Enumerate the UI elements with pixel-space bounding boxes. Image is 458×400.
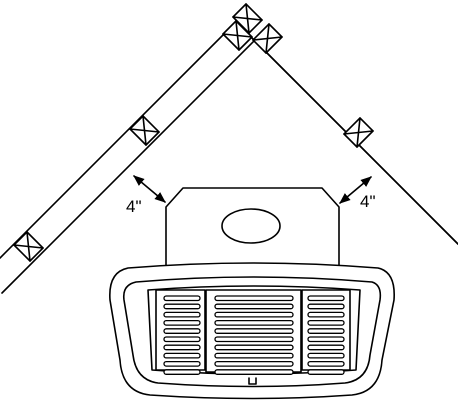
grille-slat	[214, 303, 294, 310]
grille-slat	[163, 319, 201, 326]
grille-slat	[214, 352, 294, 359]
grille-slat	[307, 369, 345, 375]
grille-slat	[214, 336, 294, 343]
grille-slat	[163, 303, 201, 310]
grille-slat	[163, 344, 201, 351]
grille-latch	[248, 377, 257, 385]
grille-slat	[214, 328, 294, 334]
grille-slat	[307, 336, 345, 343]
grille-slat	[214, 360, 294, 367]
rafter-block-peak-top	[232, 3, 263, 34]
grille-slat	[307, 303, 345, 310]
grille-slat	[307, 319, 345, 326]
grille-slat	[307, 352, 345, 359]
rafter-block-left-mid	[129, 115, 160, 146]
duct-outlet	[221, 208, 281, 244]
left-clearance-label: 4"	[126, 197, 142, 216]
right-clearance-label: 4"	[360, 192, 376, 211]
grille-slat	[307, 311, 345, 318]
left-rafter	[0, 11, 266, 294]
grille-slat	[163, 352, 201, 359]
grille-slat	[163, 360, 201, 367]
rafter-block-peak-left	[222, 20, 253, 51]
grille-slats	[163, 295, 345, 375]
grille-slat	[214, 295, 294, 302]
grille-slat	[163, 369, 201, 375]
grille-slat	[214, 311, 294, 318]
grille-slat	[163, 336, 201, 343]
grille-slat	[163, 311, 201, 318]
right-clearance-arrow	[339, 176, 372, 204]
grille-slat	[214, 344, 294, 351]
left-clearance-arrow	[133, 175, 166, 203]
grille-slat	[307, 295, 345, 302]
grille-slat	[307, 344, 345, 351]
grille-slat	[307, 360, 345, 367]
grille-slat	[214, 369, 294, 375]
rafter-block-peak-right	[252, 23, 283, 54]
grille-slat	[163, 295, 201, 302]
rafter-block-right-mid	[343, 117, 374, 148]
grille-slat	[163, 328, 201, 334]
rafter-block-left-low	[13, 231, 44, 262]
grille-slat	[307, 328, 345, 334]
grille-slat	[214, 319, 294, 326]
